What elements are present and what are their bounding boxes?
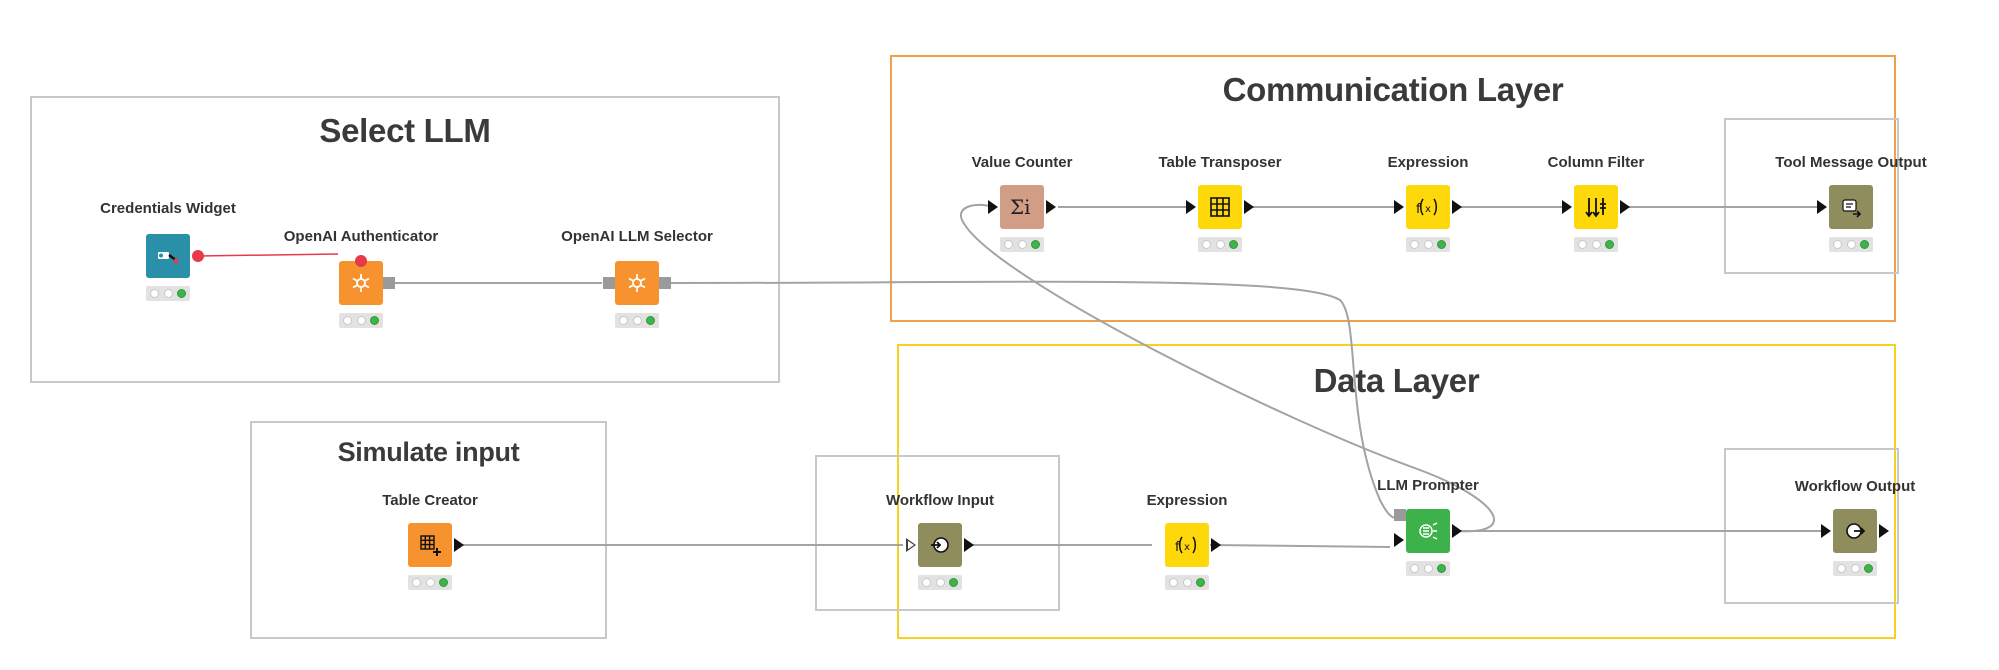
flow-variable-connection (197, 253, 339, 257)
flow-variable-in-port[interactable] (355, 255, 367, 267)
annotation-title: Data Layer (1313, 362, 1480, 399)
annotation-title: Simulate input (337, 437, 520, 467)
model-out-port[interactable] (659, 277, 671, 289)
node-label: Column Filter (1547, 154, 1645, 171)
node-status (1574, 237, 1618, 252)
llm-brain-icon[interactable] (1406, 509, 1450, 553)
node-label: Workflow Input (885, 492, 995, 509)
table-in-port[interactable] (1562, 200, 1572, 214)
node-status (1833, 561, 1877, 576)
annotation-title: Select LLM (319, 112, 491, 149)
node-status (1406, 561, 1450, 576)
node-label: Credentials Widget (100, 200, 236, 217)
table-out-port[interactable] (1046, 200, 1056, 214)
table-in-port[interactable] (1186, 200, 1196, 214)
annotation-select-llm[interactable]: Select LLM (30, 96, 780, 383)
annotation-data-layer[interactable]: Data Layer (897, 344, 1896, 639)
node-status (615, 313, 659, 328)
table-out-port[interactable] (1879, 524, 1889, 538)
node-status (1000, 237, 1044, 252)
node-status (146, 286, 190, 301)
openai-logo-icon[interactable] (339, 261, 383, 305)
table-out-port[interactable] (1452, 200, 1462, 214)
connection-selector-to-llm-prompter (667, 280, 1399, 520)
node-label: OpenAI Authenticator (283, 228, 439, 245)
flow-variable-out-port[interactable] (192, 250, 204, 262)
svg-text:f: f (1175, 540, 1180, 555)
openai-logo-icon[interactable] (615, 261, 659, 305)
node-label: Workflow Output (1794, 478, 1916, 495)
workflow-input-icon[interactable] (918, 523, 962, 567)
annotation-communication-layer[interactable]: Communication Layer (890, 55, 1896, 322)
connection-expression-to-llm-prompter (1209, 544, 1391, 548)
node-status (1829, 237, 1873, 252)
column-filter-icon[interactable] (1574, 185, 1618, 229)
svg-text:f: f (1416, 202, 1421, 217)
table-in-port[interactable] (1394, 533, 1404, 547)
message-output-icon[interactable] (1829, 185, 1873, 229)
component-frame-workflow-input (815, 455, 1060, 611)
sigma-i-icon[interactable]: Σi (1000, 185, 1044, 229)
node-status (408, 575, 452, 590)
node-status (1165, 575, 1209, 590)
svg-text:Σi: Σi (1010, 195, 1031, 219)
table-out-port[interactable] (454, 538, 464, 552)
table-out-port[interactable] (1620, 200, 1630, 214)
model-in-port[interactable] (603, 277, 615, 289)
node-label: Expression (1146, 492, 1228, 509)
node-status (1406, 237, 1450, 252)
node-label: Value Counter (971, 154, 1073, 171)
table-out-port[interactable] (1211, 538, 1221, 552)
node-label: Tool Message Output (1775, 154, 1927, 171)
table-in-port[interactable] (1817, 200, 1827, 214)
component-frame-workflow-output (1724, 448, 1899, 604)
node-label: Table Transposer (1158, 154, 1282, 171)
svg-text:x: x (1184, 542, 1190, 553)
model-out-port[interactable] (383, 277, 395, 289)
node-status (1198, 237, 1242, 252)
table-in-port[interactable] (906, 538, 916, 552)
table-out-port[interactable] (1244, 200, 1254, 214)
table-out-port[interactable] (1452, 524, 1462, 538)
node-status (339, 313, 383, 328)
node-status (918, 575, 962, 590)
node-label: OpenAI LLM Selector (561, 228, 713, 245)
connection-llm-prompter-loop-to-value-counter (959, 203, 1495, 533)
table-in-port[interactable] (988, 200, 998, 214)
table-out-port[interactable] (964, 538, 974, 552)
table-plus-icon[interactable] (408, 523, 452, 567)
credentials-key-icon[interactable] (146, 234, 190, 278)
svg-text:x: x (1425, 204, 1431, 215)
annotation-title: Communication Layer (1222, 71, 1564, 108)
workflow-output-icon[interactable] (1833, 509, 1877, 553)
node-label: Expression (1387, 154, 1469, 171)
node-label: Table Creator (382, 492, 478, 509)
node-label: LLM Prompter (1377, 477, 1479, 494)
grid-icon[interactable] (1198, 185, 1242, 229)
annotation-simulate-input[interactable]: Simulate input (250, 421, 607, 639)
model-in-port[interactable] (1394, 509, 1406, 521)
table-in-port[interactable] (1821, 524, 1831, 538)
component-frame-tool-message-output (1724, 118, 1899, 274)
table-in-port[interactable] (1394, 200, 1404, 214)
